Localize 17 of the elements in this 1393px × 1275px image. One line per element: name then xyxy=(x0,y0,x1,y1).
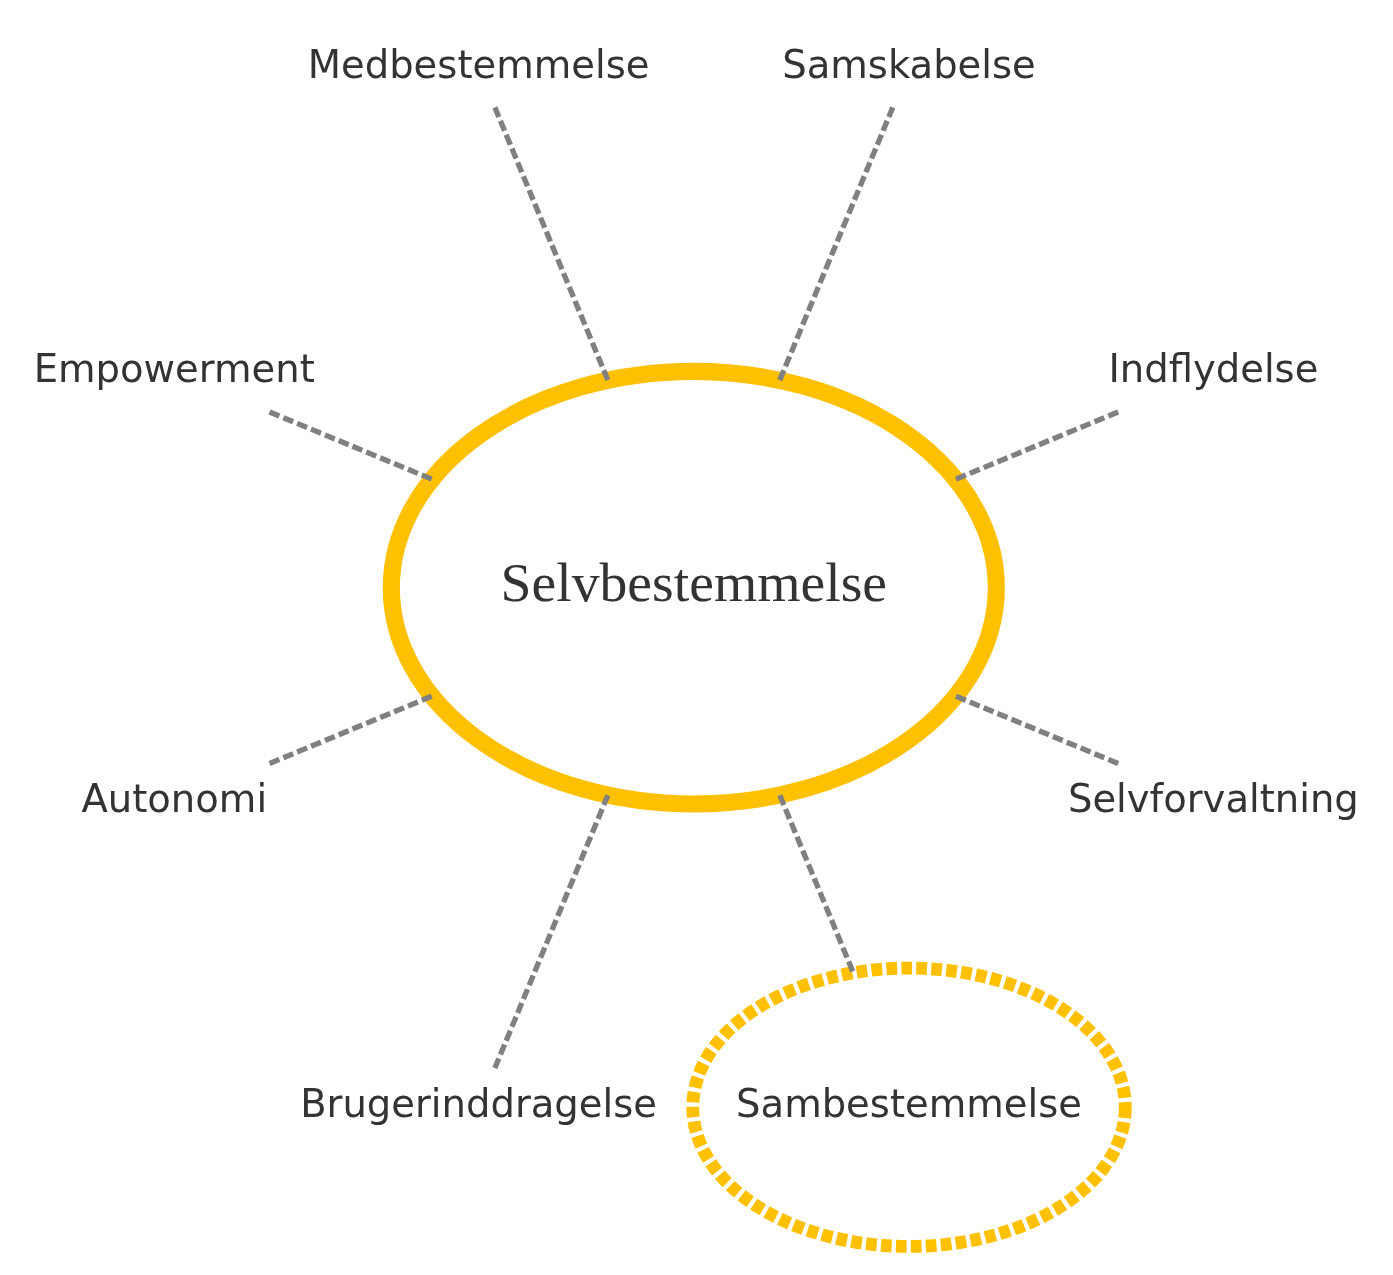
connector xyxy=(777,793,856,973)
node-text: Medbestemmelse xyxy=(307,41,650,87)
connector xyxy=(492,793,611,1069)
node-ellipse: Selvbestemmelse xyxy=(382,362,1005,812)
connector xyxy=(954,408,1122,482)
connector xyxy=(266,408,433,482)
connector xyxy=(954,693,1122,767)
node-text: Brugerinddragelse xyxy=(300,1080,658,1126)
node-text: Autonomi xyxy=(81,775,268,821)
node-text: Samskabelse xyxy=(782,41,1036,87)
connector xyxy=(777,105,896,381)
node-text: Selvforvaltning xyxy=(1067,775,1359,821)
node-text: Indflydelse xyxy=(1108,345,1319,391)
connector xyxy=(266,693,433,767)
node-ellipse: Sambestemmelse xyxy=(686,961,1132,1253)
connector xyxy=(492,105,611,381)
node-text: Empowerment xyxy=(33,345,315,391)
